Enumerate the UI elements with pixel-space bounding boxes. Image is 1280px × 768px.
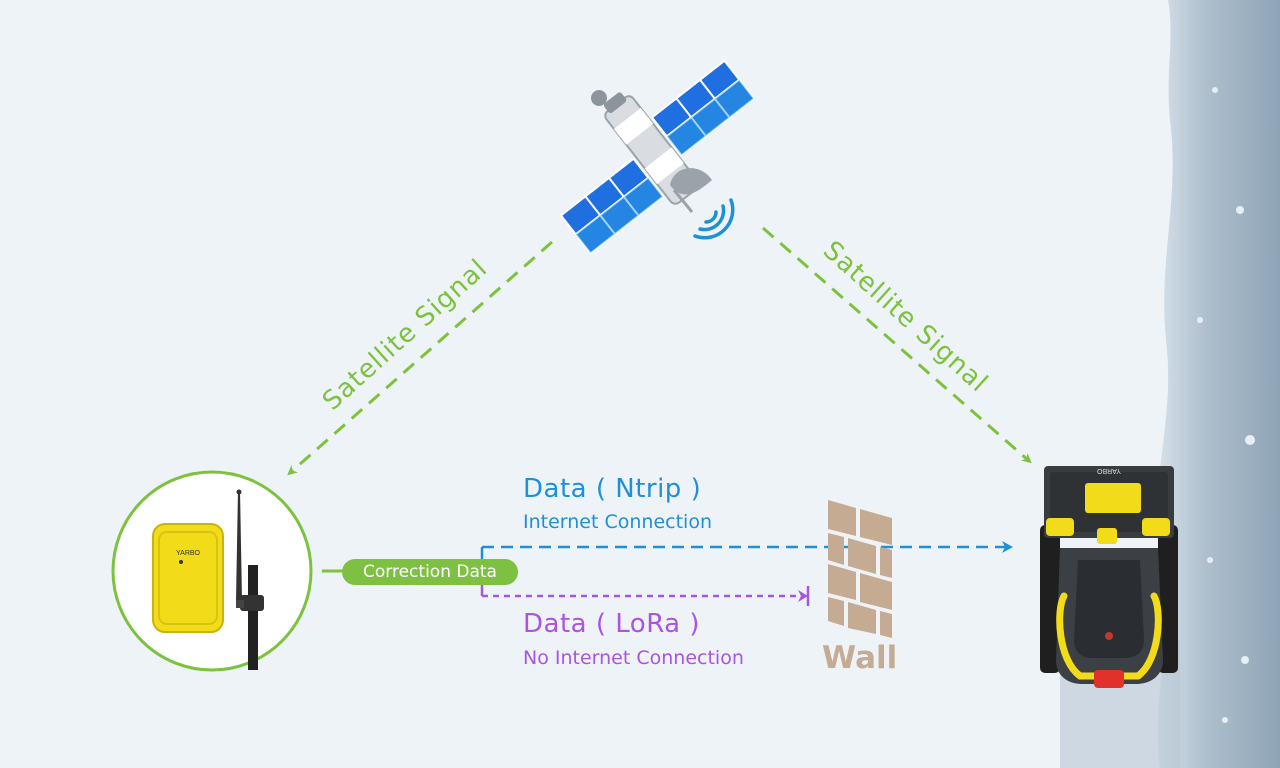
lora-path [480, 583, 810, 606]
correction-data-badge: Correction Data [342, 559, 518, 585]
satellite-signal-line-left [287, 240, 553, 476]
ntrip-path [480, 541, 1013, 560]
wall-label: Wall [822, 640, 898, 676]
ntrip-title: Data ( Ntrip ) [523, 474, 702, 504]
wall-icon [828, 500, 892, 638]
ntrip-subtitle: Internet Connection [523, 511, 712, 533]
base-station: YARBO [111, 470, 313, 672]
satellite-icon [559, 59, 756, 255]
robot-brand-text: YARBO [1096, 467, 1121, 474]
base-brand-text: YARBO [176, 550, 201, 557]
lora-subtitle: No Internet Connection [523, 647, 744, 669]
satellite-signal-line-right [762, 226, 1032, 464]
lora-title: Data ( LoRa ) [523, 609, 701, 639]
robot-mower: YARBO [1040, 466, 1178, 688]
